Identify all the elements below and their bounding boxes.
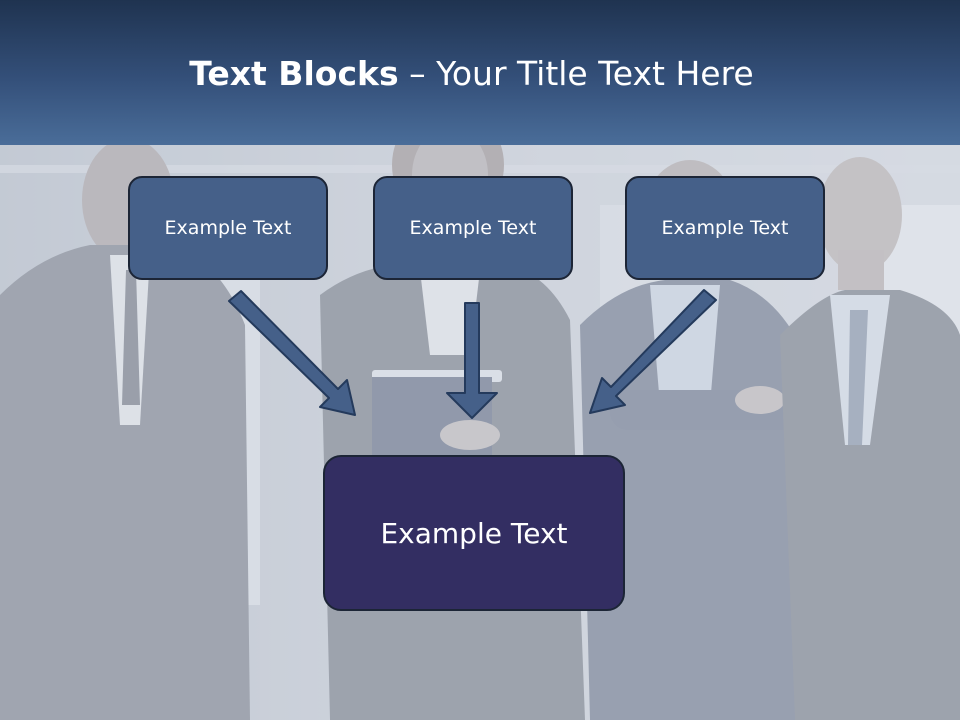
text-block-3[interactable]: Example Text — [625, 176, 825, 280]
title-bar: Text Blocks – Your Title Text Here — [0, 0, 960, 145]
arrow-center-down-icon — [446, 302, 498, 419]
title-bold: Text Blocks — [189, 54, 399, 93]
text-block-2[interactable]: Example Text — [373, 176, 573, 280]
arrow-right-diagonal-icon — [589, 289, 717, 414]
text-block-1[interactable]: Example Text — [128, 176, 328, 280]
arrow-left-diagonal-icon — [228, 290, 356, 416]
target-text-block[interactable]: Example Text — [323, 455, 625, 611]
title-rest: Your Title Text Here — [436, 54, 754, 93]
page-title: Text Blocks – Your Title Text Here — [0, 52, 943, 96]
title-dash: – — [398, 54, 437, 93]
